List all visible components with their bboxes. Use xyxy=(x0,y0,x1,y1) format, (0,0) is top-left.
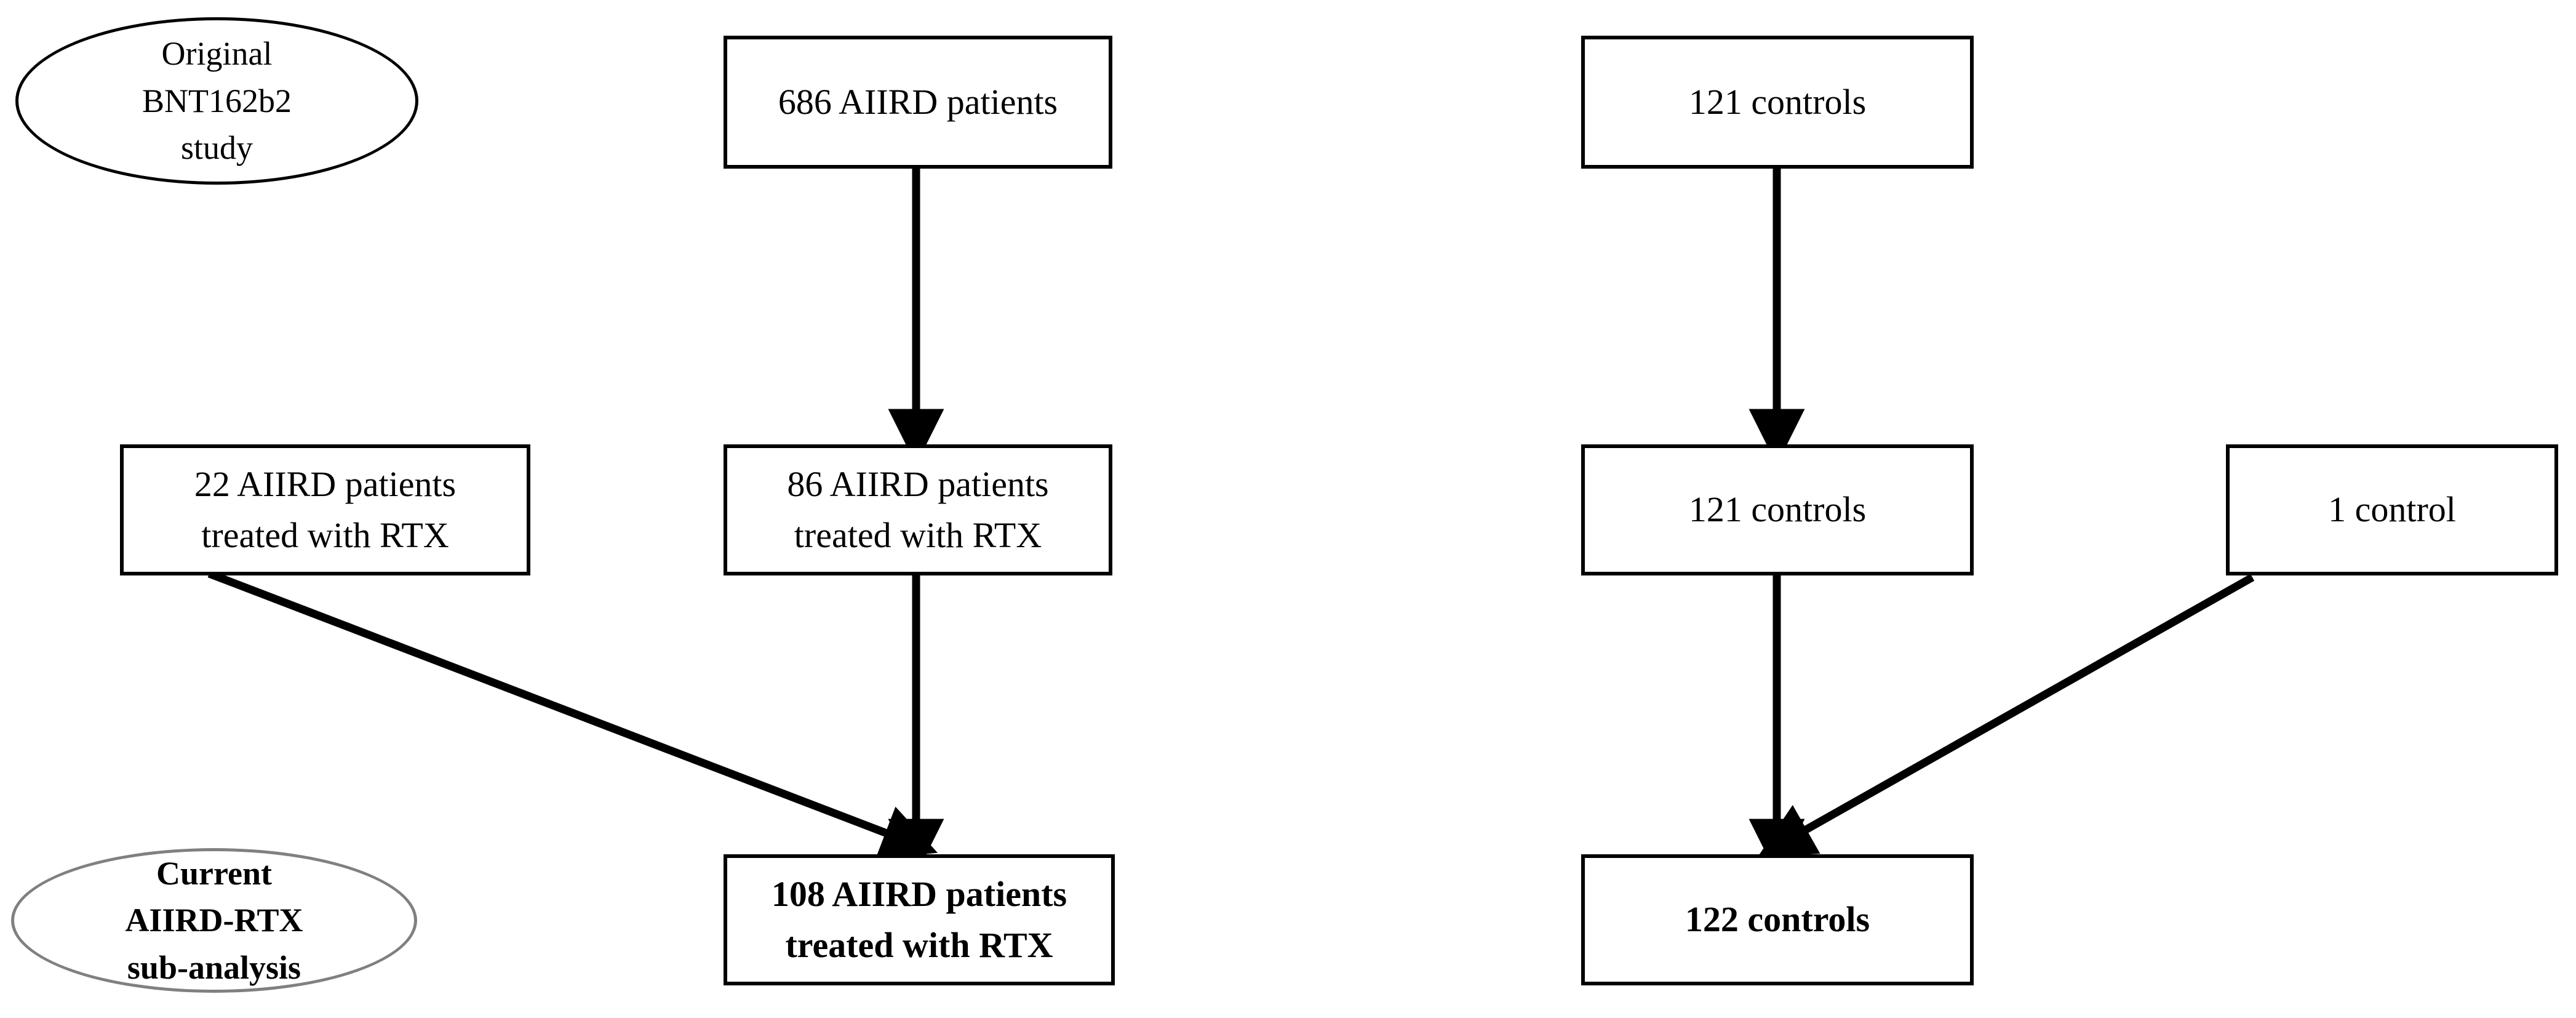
stage-label-original-line1: Original xyxy=(161,34,273,72)
node-86-aiird-patients-rtx[interactable]: 86 AIIRD patients treated with RTX xyxy=(724,444,1112,575)
stage-label-current-line2: AIIRD-RTX xyxy=(125,902,303,939)
node-108-aiird-patients-rtx[interactable]: 108 AIIRD patients treated with RTX xyxy=(724,854,1115,985)
node-121-controls-top-line1: 121 controls xyxy=(1688,81,1867,122)
stage-label-current-subanalysis: Current AIIRD-RTX sub-analysis xyxy=(11,848,417,993)
node-122-controls-line1: 122 controls xyxy=(1685,899,1870,940)
node-121-controls-middle[interactable]: 121 controls xyxy=(1581,444,1974,575)
node-86-aiird-patients-rtx-line2: treated with RTX xyxy=(794,515,1042,555)
edge-1-control-to-122 xyxy=(1757,574,2255,857)
node-121-controls-middle-line1: 121 controls xyxy=(1688,489,1867,530)
node-686-aiird-patients[interactable]: 686 AIIRD patients xyxy=(724,36,1112,169)
node-86-aiird-patients-rtx-line1: 86 AIIRD patients xyxy=(787,464,1049,505)
node-121-controls-top[interactable]: 121 controls xyxy=(1581,36,1974,169)
node-108-aiird-patients-rtx-line2: treated with RTX xyxy=(785,924,1053,965)
stage-label-original-study: Original BNT162b2 study xyxy=(15,17,418,185)
stage-label-current-line1: Current xyxy=(156,854,272,892)
node-1-control[interactable]: 1 control xyxy=(2226,444,2558,575)
edge-22-to-108 xyxy=(207,569,938,859)
node-22-aiird-patients-rtx[interactable]: 22 AIIRD patients treated with RTX xyxy=(120,444,530,575)
stage-label-original-line3: study xyxy=(180,129,253,167)
node-108-aiird-patients-rtx-line1: 108 AIIRD patients xyxy=(771,874,1067,915)
node-1-control-line1: 1 control xyxy=(2328,489,2456,530)
node-22-aiird-patients-rtx-line1: 22 AIIRD patients xyxy=(194,464,457,505)
node-22-aiird-patients-rtx-line2: treated with RTX xyxy=(201,515,449,555)
node-122-controls[interactable]: 122 controls xyxy=(1581,854,1974,985)
node-686-aiird-patients-line1: 686 AIIRD patients xyxy=(778,81,1058,122)
stage-label-original-line2: BNT162b2 xyxy=(142,82,292,119)
stage-label-current-line3: sub-analysis xyxy=(127,948,301,986)
